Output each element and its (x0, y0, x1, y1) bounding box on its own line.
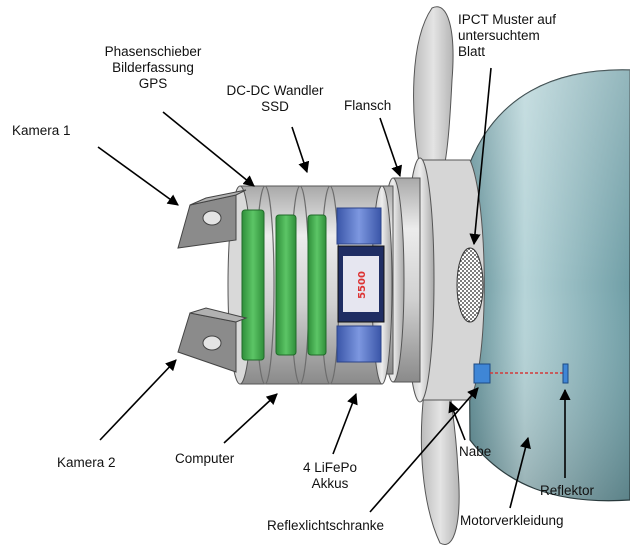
arrow-phasenschieber (162, 111, 255, 187)
arrow-reflexlichtschranke (369, 387, 479, 513)
pcb-board (275, 214, 297, 356)
label-nabe: Nabe (459, 444, 492, 459)
arrow-nabe (448, 400, 466, 441)
ssd-sticker-text: 5500 (357, 271, 368, 299)
pcb-board (241, 209, 265, 361)
arrow-flansch (379, 117, 403, 178)
arrow-kamera-1 (97, 146, 179, 206)
arrow-kamera-2 (99, 359, 177, 441)
label-kamera-2: Kamera 2 (57, 455, 116, 470)
label-phasenschieber: Phasenschieber (104, 44, 202, 59)
battery-pack (336, 207, 382, 363)
rotor-blade-upper (413, 6, 454, 169)
label-dcdc: DC-DC Wandler (226, 83, 324, 98)
leader-arrows (97, 67, 571, 513)
label-phasenschieber-group: Phasenschieber Bilderfassung GPS (88, 44, 218, 92)
arrow-computer (223, 393, 278, 444)
label-computer: Computer (175, 451, 235, 466)
arrow-ipct (469, 67, 492, 246)
ipct-pattern (456, 247, 484, 323)
arrow-motorverkleidung (509, 436, 531, 509)
reflex-light-barrier (473, 363, 491, 384)
label-akkus-line1: 4 LiFePo (302, 460, 358, 475)
label-motorverkleidung: Motorverkleidung (460, 513, 564, 528)
camera-1 (177, 189, 247, 249)
label-ssd: SSD (261, 99, 289, 114)
label-ipct-group: IPCT Muster auf untersuchtem Blatt (458, 12, 556, 60)
label-ipct-line1: IPCT Muster auf (458, 12, 557, 27)
label-reflektor: Reflektor (540, 483, 595, 498)
label-ipct-line2: untersuchtem (458, 28, 540, 43)
label-reflexlichtschranke: Reflexlichtschranke (267, 518, 385, 533)
camera-2 (177, 307, 248, 373)
label-bilderfassung: Bilderfassung (112, 60, 194, 75)
label-akkus-line2: Akkus (311, 476, 349, 491)
label-dcdc-group: DC-DC Wandler SSD (210, 83, 340, 115)
reflector (562, 363, 569, 384)
label-gps: GPS (138, 76, 168, 91)
ssd-drive: 5500 (337, 245, 385, 323)
rotor-blade-lower (420, 391, 460, 545)
arrow-dcdc (291, 126, 310, 174)
arrow-akkus (332, 392, 358, 455)
motor-housing (467, 69, 630, 502)
pcb-boards (241, 209, 327, 361)
pcb-board (307, 214, 327, 356)
label-akkus-group: 4 LiFePo Akkus (275, 460, 385, 492)
label-ipct-line3: Blatt (458, 44, 486, 59)
label-kamera-1: Kamera 1 (12, 123, 71, 138)
label-flansch: Flansch (344, 98, 392, 113)
